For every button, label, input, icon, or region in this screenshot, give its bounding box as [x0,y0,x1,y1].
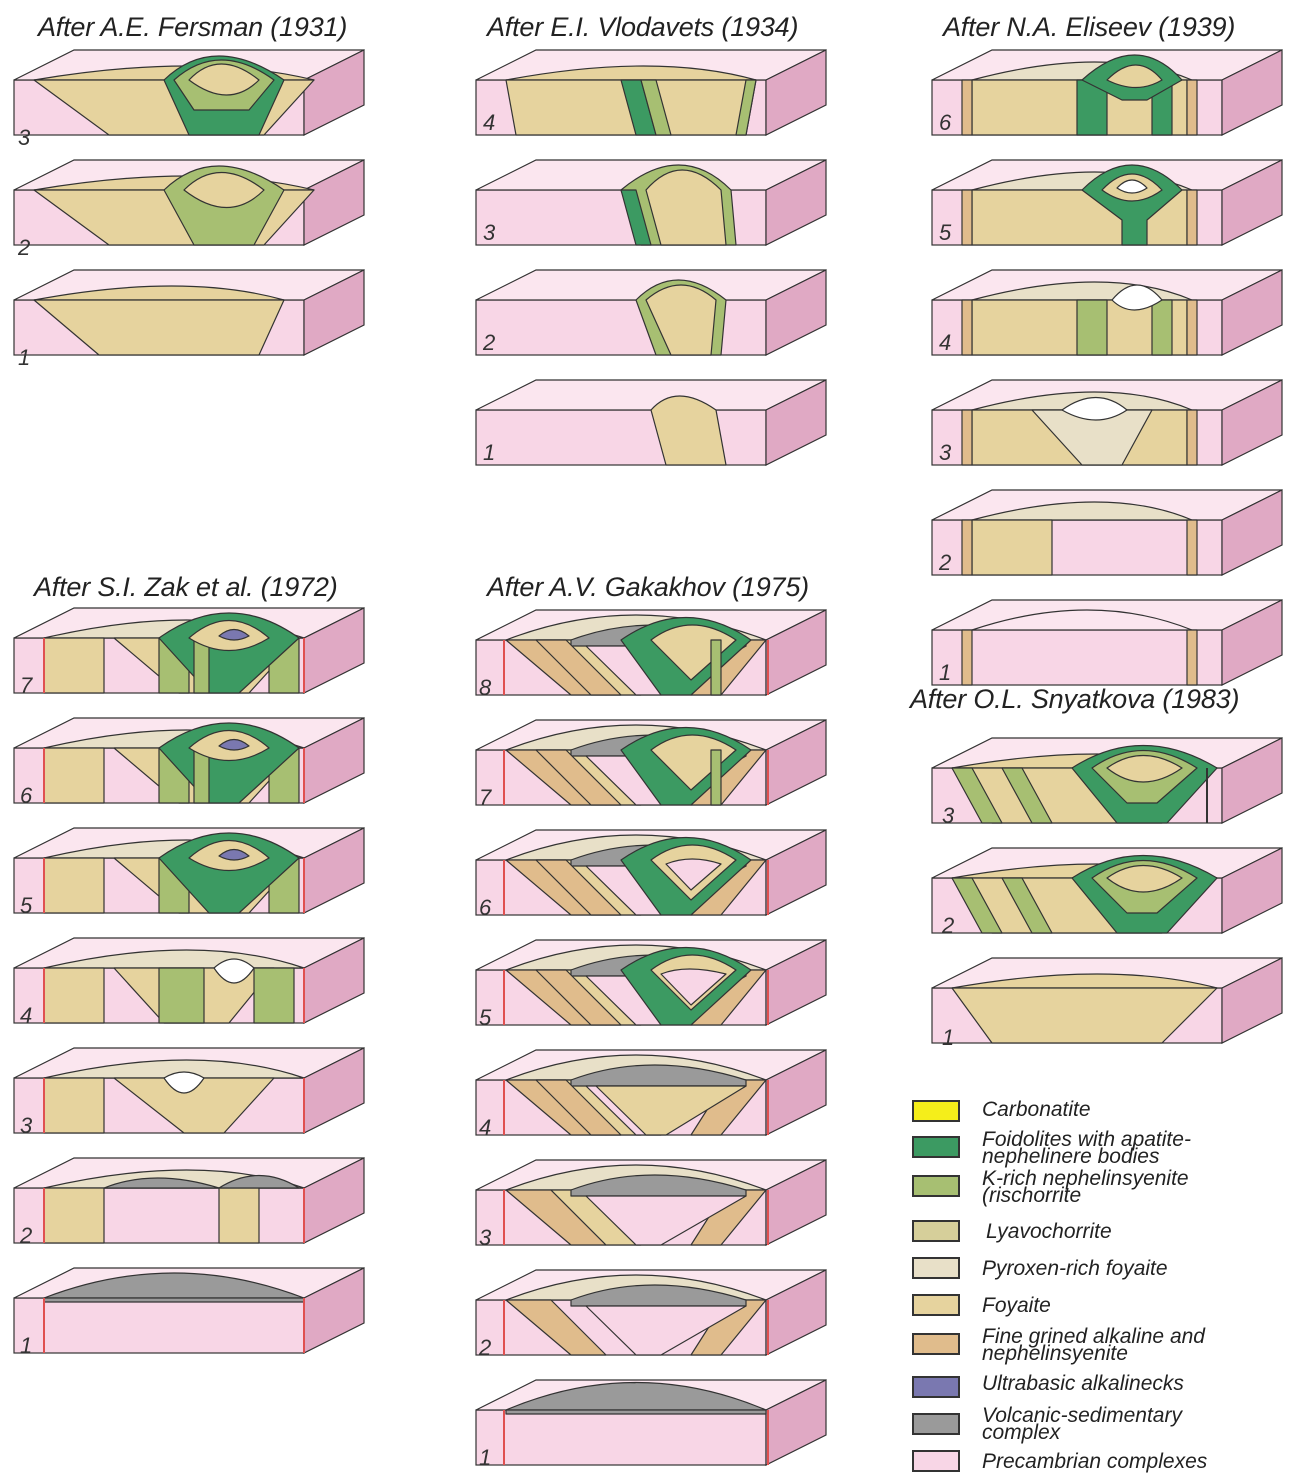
legend-item: Ultrabasic alkalinecks [912,1373,1302,1401]
block-gakakhov-6 [476,830,826,915]
block-snyatkova-3 [932,738,1282,823]
block-fersman-1 [14,270,364,355]
legend-item: Lyavochorrite [912,1217,1302,1245]
stage-number: 3 [479,1225,491,1251]
legend-label: Foyaite [982,1297,1051,1314]
block-zak-4 [14,938,364,1023]
legend-swatch [912,1100,960,1122]
stage-number: 4 [479,1115,491,1141]
stage-number: 1 [483,440,495,466]
legend-label: Lyavochorrite [986,1223,1112,1240]
stage-number: 8 [479,675,491,701]
stage-number: 3 [483,220,495,246]
title-vlodavets: After E.I. Vlodavets (1934) [487,12,798,43]
stage-number: 6 [20,783,32,809]
stage-number: 2 [483,330,495,356]
block-snyatkova-2 [932,848,1282,933]
block-gakakhov-1 [476,1380,826,1465]
legend-item: Pyroxen-rich foyaite [912,1254,1302,1282]
stage-number: 3 [20,1113,32,1139]
stage-number: 2 [942,913,954,939]
stage-number: 1 [939,660,951,686]
legend-swatch [912,1413,960,1435]
stage-number: 7 [479,785,491,811]
stage-number: 2 [479,1335,491,1361]
stage-number: 3 [18,125,30,151]
stage-number: 6 [479,895,491,921]
block-vlodavets-2 [476,270,826,355]
stage-number: 4 [939,330,951,356]
legend-swatch [912,1175,960,1197]
block-snyatkova-1 [932,958,1282,1043]
block-zak-5 [14,828,364,913]
stage-number: 4 [20,1003,32,1029]
block-fersman-2 [14,160,364,245]
legend-label: Fine grined alkaline and nephelinsyenite [982,1328,1205,1362]
block-gakakhov-7 [476,720,826,805]
legend-swatch [912,1376,960,1398]
stage-number: 2 [939,550,951,576]
legend-label: Precambrian complexes [982,1453,1207,1470]
block-vlodavets-3 [476,160,826,245]
legend-item: Foidolites with apatite- nephelinere bod… [912,1133,1302,1161]
block-gakakhov-5 [476,940,826,1025]
stage-number: 1 [20,1333,32,1359]
title-gakakhov: After A.V. Gakakhov (1975) [487,572,809,603]
legend-item: Volcanic-sedimentary complex [912,1410,1302,1438]
stage-number: 3 [942,803,954,829]
block-vlodavets-4 [476,50,826,135]
legend-swatch [912,1294,960,1316]
legend-swatch [912,1257,960,1279]
stage-number: 1 [942,1025,954,1051]
legend-item: Precambrian complexes [912,1447,1302,1475]
block-eliseev-5 [932,160,1282,245]
stage-number: 5 [939,220,951,246]
legend-swatch [912,1136,960,1158]
title-zak: After S.I. Zak et al. (1972) [34,572,338,603]
legend-item: Carbonatite [912,1097,1302,1125]
block-zak-3 [14,1048,364,1133]
block-eliseev-1 [932,600,1282,685]
legend-swatch [912,1220,960,1242]
stage-number: 5 [479,1005,491,1031]
block-gakakhov-8 [476,610,826,695]
block-eliseev-4 [932,270,1282,355]
legend-swatch [912,1333,960,1355]
legend-swatch [912,1450,960,1472]
legend-label: K-rich nephelinsyenite (rischorrite [982,1170,1189,1204]
block-gakakhov-4 [476,1050,826,1135]
block-zak-6 [14,718,364,803]
title-fersman: After A.E. Fersman (1931) [38,12,347,43]
block-gakakhov-2 [476,1270,826,1355]
stage-number: 4 [483,110,495,136]
stage-number: 7 [20,673,32,699]
legend-item: Foyaite [912,1291,1302,1319]
block-zak-1 [14,1268,364,1353]
block-zak-2 [14,1158,364,1243]
block-zak-7 [14,608,364,693]
block-fersman-3 [14,50,364,135]
block-eliseev-6 [932,50,1282,135]
legend-label: Volcanic-sedimentary complex [982,1407,1182,1441]
legend-item: Fine grined alkaline and nephelinsyenite [912,1330,1302,1358]
stage-number: 3 [939,440,951,466]
stage-number: 1 [18,345,30,371]
stage-number: 6 [939,110,951,136]
stage-number: 2 [20,1223,32,1249]
block-gakakhov-3 [476,1160,826,1245]
block-eliseev-3 [932,380,1282,465]
stage-number: 2 [18,235,30,261]
legend-item: K-rich nephelinsyenite (rischorrite [912,1172,1302,1200]
block-eliseev-2 [932,490,1282,575]
stage-number: 1 [479,1445,491,1471]
legend-label: Ultrabasic alkalinecks [982,1375,1184,1392]
block-vlodavets-1 [476,380,826,465]
title-eliseev: After N.A. Eliseev (1939) [943,12,1235,43]
legend-label: Pyroxen-rich foyaite [982,1260,1168,1277]
title-snyatkova: After O.L. Snyatkova (1983) [910,684,1239,715]
legend-label: Foidolites with apatite- nephelinere bod… [982,1131,1191,1165]
legend-label: Carbonatite [982,1101,1091,1118]
stage-number: 5 [20,893,32,919]
